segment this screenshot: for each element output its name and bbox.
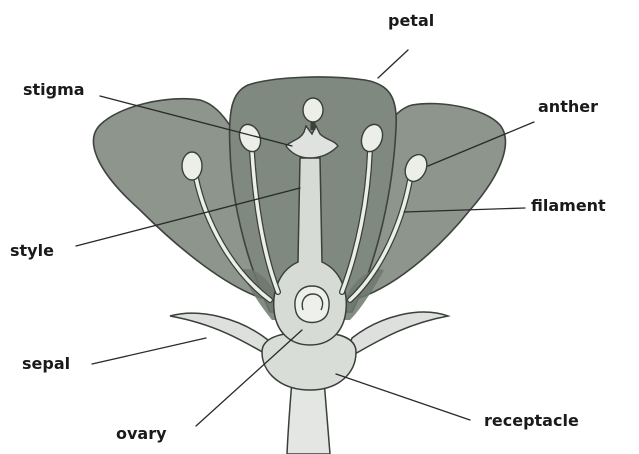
label-sepal: sepal bbox=[22, 356, 70, 372]
label-petal: petal bbox=[388, 13, 434, 29]
anther-top bbox=[303, 98, 323, 122]
sepal-left bbox=[170, 313, 276, 360]
label-receptacle: receptacle bbox=[484, 413, 579, 429]
label-style: style bbox=[10, 243, 54, 259]
label-filament: filament bbox=[531, 198, 606, 214]
label-anther: anther bbox=[538, 99, 598, 115]
leader-receptacle bbox=[336, 374, 470, 420]
label-ovary: ovary bbox=[116, 426, 167, 442]
sepal-right bbox=[344, 312, 448, 360]
anther-far-left bbox=[182, 152, 202, 180]
label-stigma: stigma bbox=[23, 82, 85, 98]
stem bbox=[287, 380, 330, 454]
ovary-chamber bbox=[295, 286, 329, 323]
leader-petal bbox=[378, 50, 408, 78]
leader-sepal bbox=[92, 338, 206, 364]
